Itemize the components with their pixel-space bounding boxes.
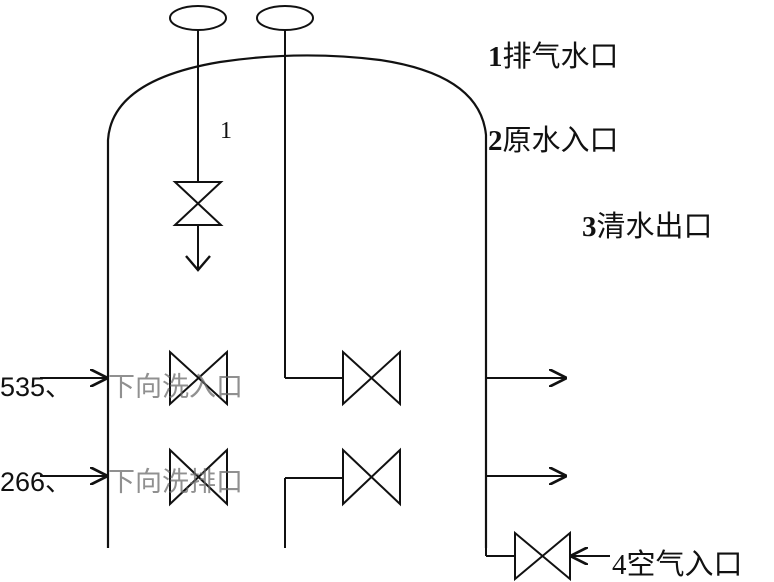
row2-right-valve-icon [342, 447, 401, 507]
gauge-right-ellipse [256, 5, 314, 31]
legend-item-3: 3清水出口 [582, 210, 713, 243]
vent-valve-icon [172, 181, 224, 226]
outlet-header [485, 368, 610, 582]
row2-left-valve-icon [169, 447, 228, 507]
inlet-2-code: 266、 [0, 467, 72, 497]
legend-item-4: 4空气入口 [612, 548, 743, 581]
vent-pipe [172, 30, 224, 272]
gauge-left-ellipse [169, 5, 227, 31]
legend-item-2: 2原水入口 [488, 124, 619, 157]
row1-left-valve-icon [169, 349, 228, 407]
air-valve-icon [514, 530, 571, 582]
vent-down-arrow-icon [185, 255, 211, 272]
inlet-1-code: 535、 [0, 372, 72, 402]
row-2-pipework [40, 447, 401, 507]
row1-right-valve-icon [342, 349, 401, 407]
tank-outline [106, 54, 488, 548]
valve-number-label: 1 [220, 118, 232, 144]
inlet-1-label: 下向洗入口 [108, 372, 243, 402]
row-1-pipework [40, 349, 401, 407]
inlet-2-label: 下向洗排口 [108, 467, 243, 497]
legend-item-1: 1排气水口 [488, 40, 619, 73]
